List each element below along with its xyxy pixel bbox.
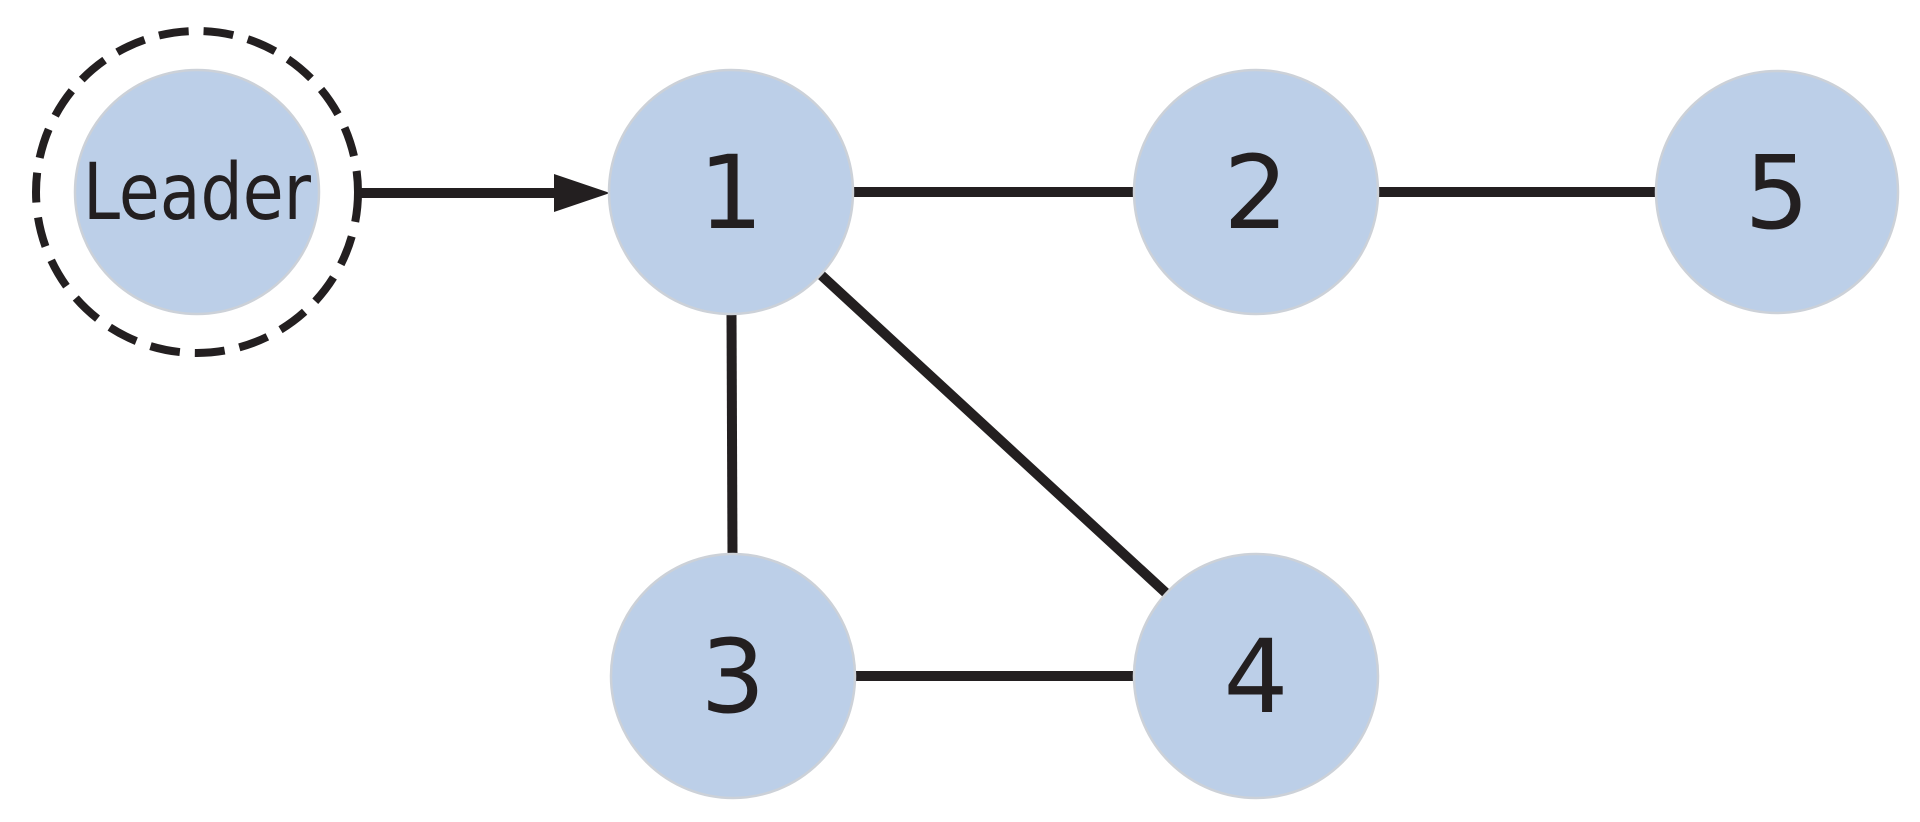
leader-arrow bbox=[355, 174, 610, 212]
arrow-head-icon bbox=[554, 174, 610, 212]
leader-circle bbox=[73, 68, 321, 316]
leader-node-label: Leader bbox=[83, 148, 312, 238]
node-2-label: 2 bbox=[1224, 134, 1289, 253]
node-5-circle bbox=[1654, 69, 1900, 315]
node-2: 2 bbox=[1132, 68, 1380, 316]
node-3: 3 bbox=[609, 552, 857, 800]
node-1: 1 bbox=[607, 68, 855, 316]
node-4-circle bbox=[1132, 552, 1380, 800]
node-1-circle bbox=[607, 68, 855, 316]
node-3-circle bbox=[609, 552, 857, 800]
node-4-label: 4 bbox=[1224, 618, 1289, 737]
node-1-label: 1 bbox=[699, 134, 764, 253]
node-3-label: 3 bbox=[701, 618, 766, 737]
node-4: 4 bbox=[1132, 552, 1380, 800]
node-leader: Leader bbox=[32, 27, 362, 357]
node-5-label: 5 bbox=[1745, 134, 1810, 253]
node-5: 5 bbox=[1654, 69, 1900, 315]
node-2-circle bbox=[1132, 68, 1380, 316]
